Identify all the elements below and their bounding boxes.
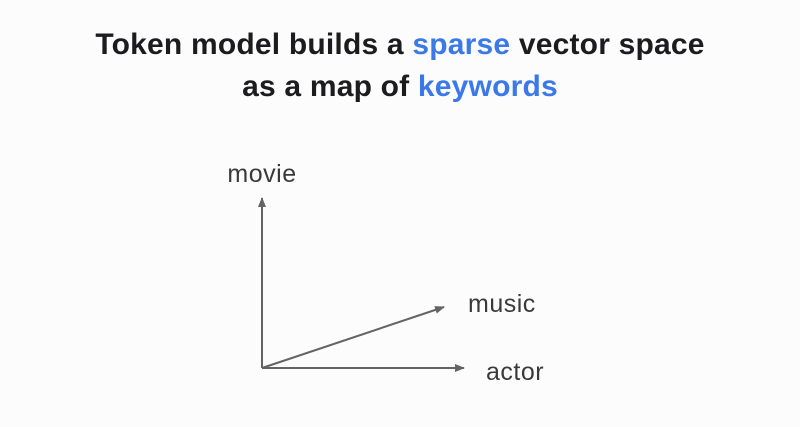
- slide-title-line2: as a map of keywords: [0, 66, 800, 108]
- title-highlight-keywords: keywords: [417, 70, 558, 103]
- slide-title-line1: Token model builds a sparse vector space: [0, 24, 800, 66]
- title-text-part: vector space: [510, 28, 705, 61]
- title-text-part: Token model builds a: [95, 28, 413, 61]
- slide-title: Token model builds a sparse vector space…: [0, 24, 800, 108]
- music-vector-arrow: [261, 306, 445, 369]
- title-highlight-sparse: sparse: [412, 28, 511, 61]
- movie-axis-label: movie: [227, 160, 296, 188]
- actor-axis-label: actor: [486, 358, 544, 386]
- music-vector-label: music: [468, 290, 536, 318]
- title-text-part: as a map of: [242, 70, 418, 103]
